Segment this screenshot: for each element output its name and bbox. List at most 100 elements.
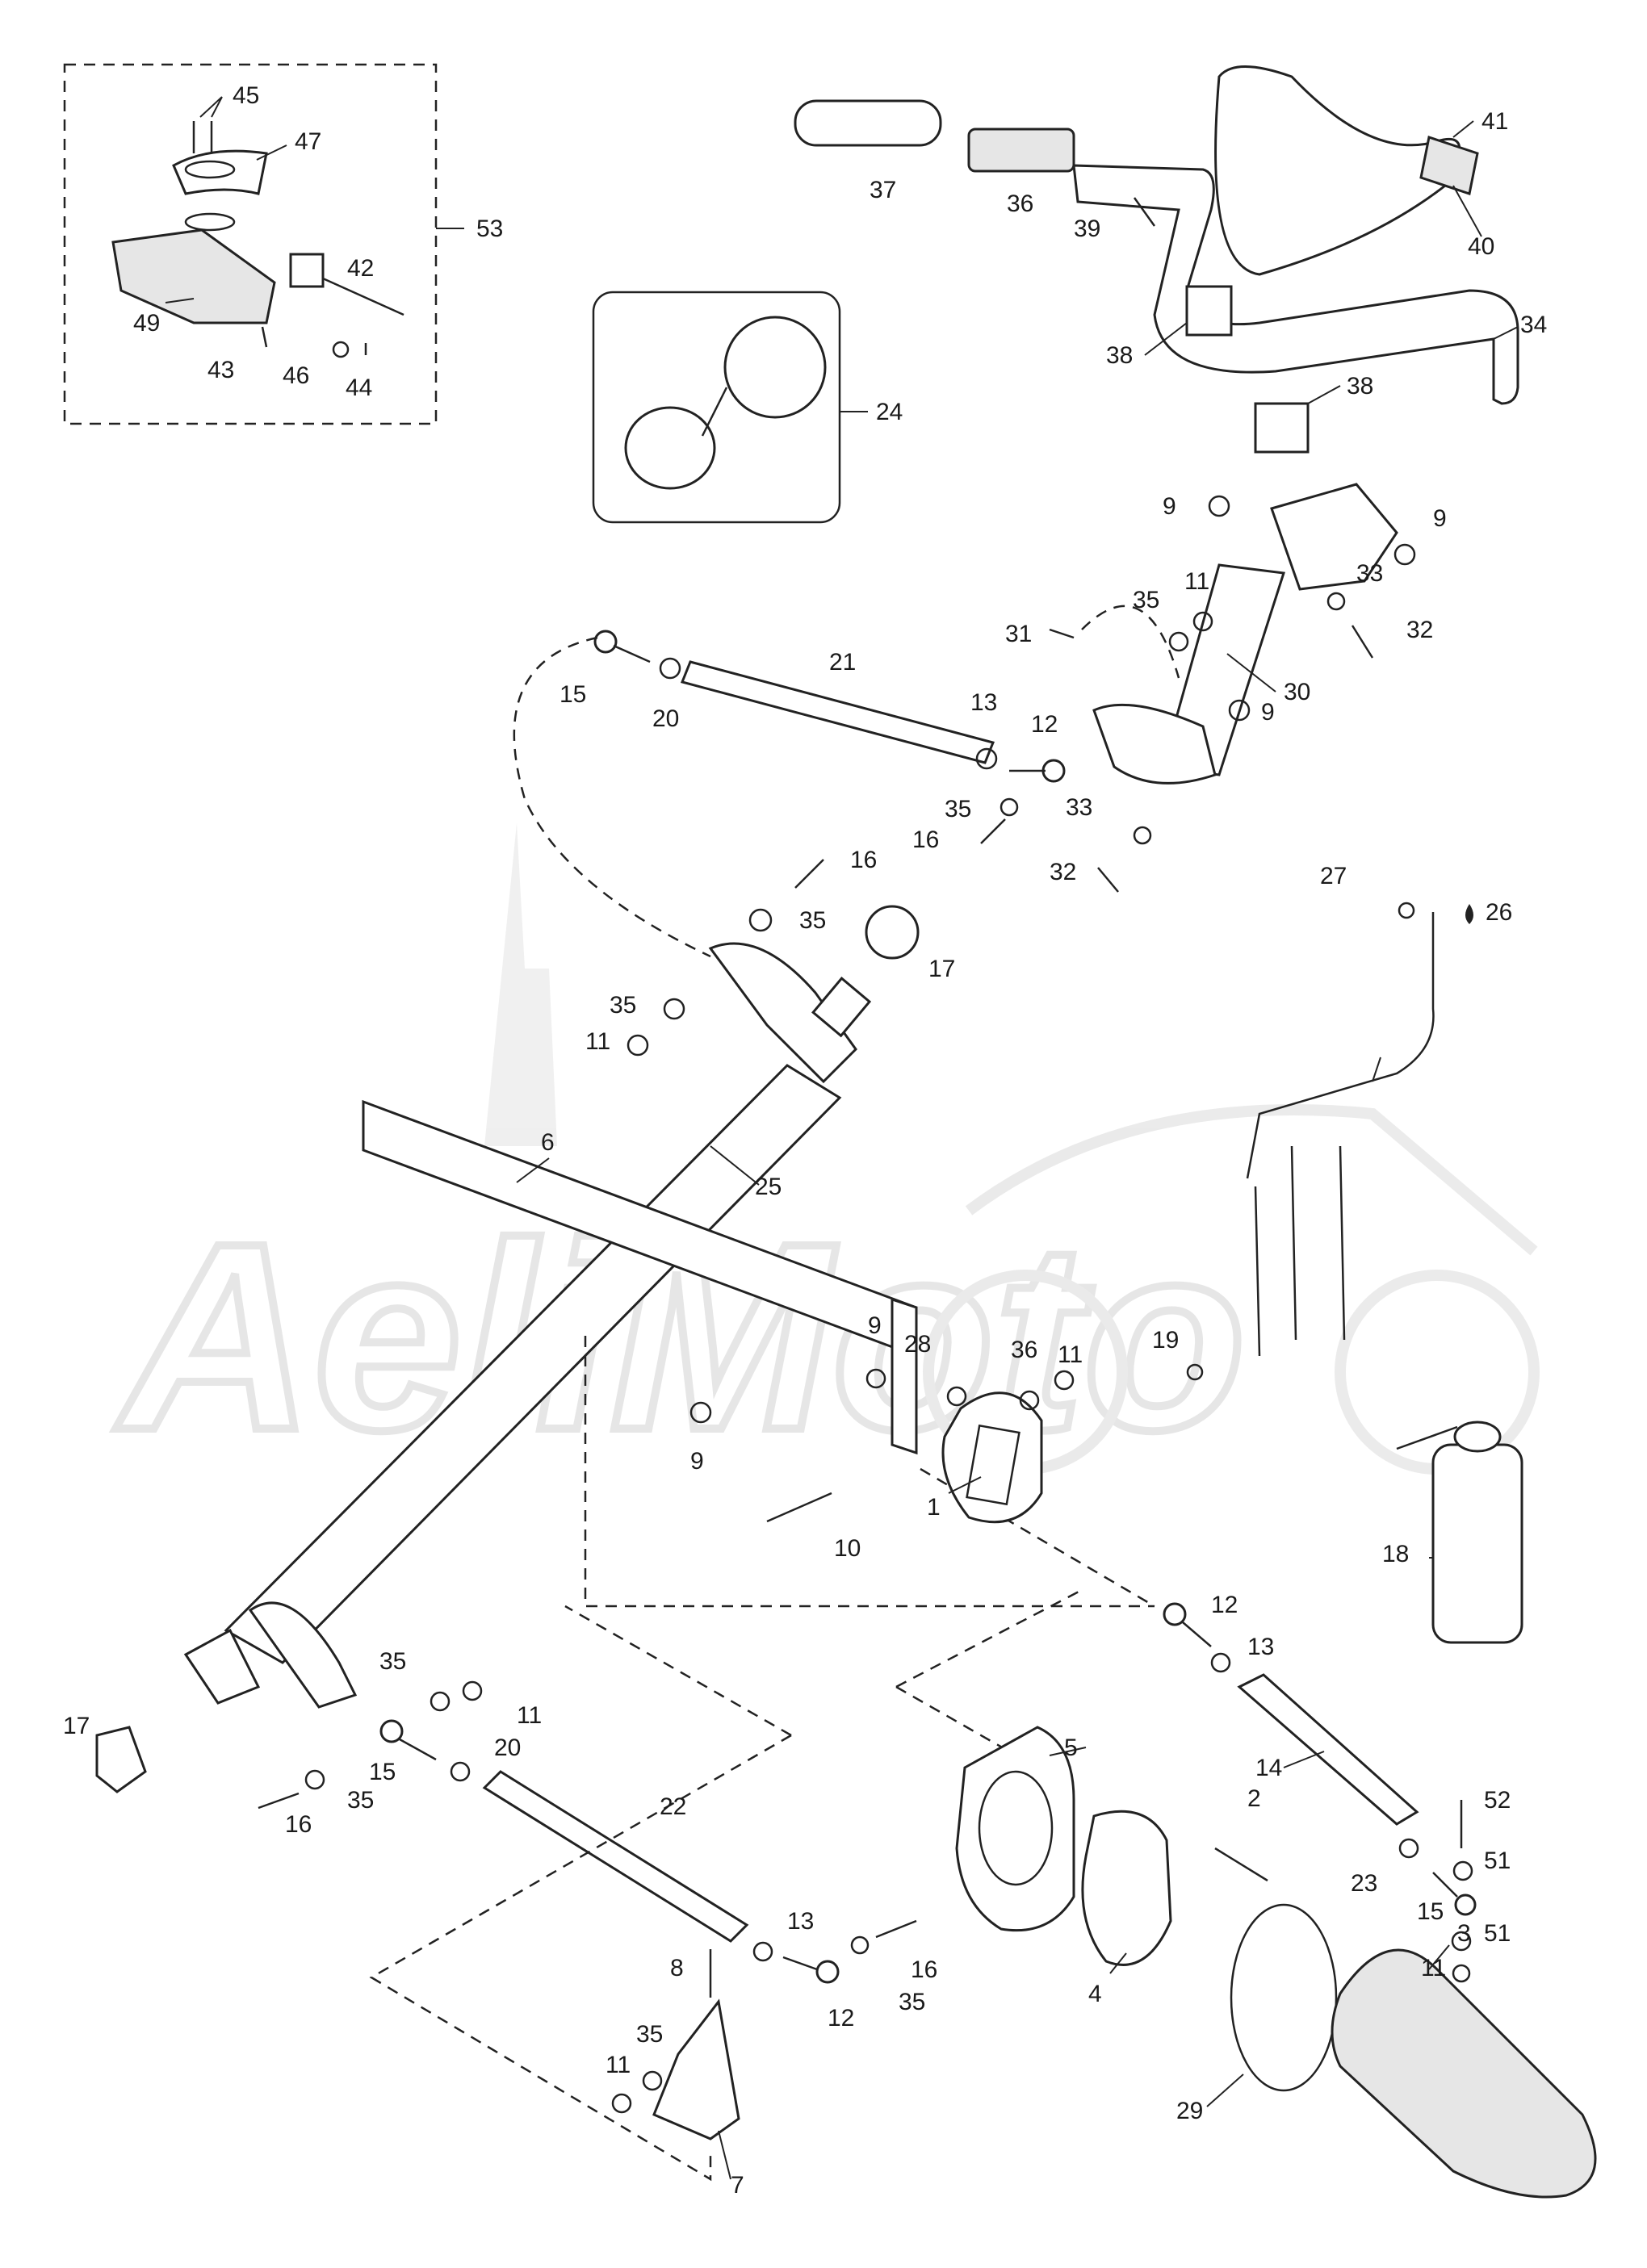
drop-26 bbox=[1465, 904, 1473, 924]
dashed-frame-lower bbox=[369, 1605, 792, 2182]
tie-rod-14 bbox=[895, 1588, 1477, 1983]
callout-23: 23 bbox=[1351, 1870, 1377, 1897]
callout-20-b: 20 bbox=[494, 1734, 521, 1761]
clamp-ring-upper bbox=[184, 160, 236, 179]
bolt-32-lower bbox=[1097, 867, 1119, 893]
washer-28 bbox=[946, 1386, 967, 1407]
watermark-tower bbox=[484, 823, 557, 1146]
column-plate bbox=[1270, 483, 1398, 591]
callout-51: 52 bbox=[1484, 1787, 1511, 1814]
nut-13-right bbox=[1210, 1652, 1231, 1673]
callout-17-a: 17 bbox=[928, 956, 955, 982]
gasket-hole bbox=[978, 1770, 1054, 1886]
callout-15-b: 15 bbox=[369, 1759, 396, 1785]
nut-13-lower bbox=[752, 1941, 773, 1962]
nut-9-a bbox=[1208, 495, 1230, 517]
boot-3 bbox=[1331, 1948, 1597, 2199]
boot-assembly bbox=[1230, 1903, 1597, 2199]
washer-35-upper bbox=[1168, 631, 1189, 652]
callout-47: 47 bbox=[295, 128, 321, 155]
rod-end-15-right bbox=[1454, 1893, 1477, 1916]
steering-shaft-25 bbox=[95, 859, 920, 1793]
callout-45: 45 bbox=[233, 82, 259, 109]
callout-26: 26 bbox=[1486, 899, 1512, 926]
callout-22: 22 bbox=[660, 1793, 686, 1820]
leader-7 bbox=[718, 2130, 731, 2180]
nut-20-lower bbox=[450, 1761, 471, 1782]
callout-52: 53 bbox=[476, 216, 503, 242]
callout-27: 27 bbox=[1320, 863, 1347, 889]
callout-3: 3 bbox=[1457, 1920, 1471, 1947]
leader-38-b bbox=[1307, 385, 1341, 404]
callout-13-c: 13 bbox=[787, 1908, 814, 1935]
switch-housing-body bbox=[111, 228, 276, 324]
callout-11-d: 11 bbox=[517, 1702, 542, 1729]
fitting-27 bbox=[1398, 902, 1415, 919]
washer-50-upper bbox=[1452, 1860, 1473, 1881]
callout-9-c: 9 bbox=[1261, 699, 1275, 726]
leader-38-a bbox=[1144, 322, 1188, 356]
lower-stub bbox=[183, 1628, 261, 1705]
windscreen-mount-40 bbox=[1419, 136, 1479, 195]
crossbar-end bbox=[891, 1297, 918, 1455]
nut-11-upper-left bbox=[462, 1680, 483, 1701]
callout-43: 43 bbox=[207, 357, 234, 383]
washer-35-left bbox=[663, 998, 685, 1020]
nut-9-c bbox=[1228, 699, 1251, 722]
dashed-link-upper bbox=[513, 636, 711, 958]
callout-9-e: 9 bbox=[690, 1448, 704, 1475]
callout-35-e: 35 bbox=[379, 1648, 406, 1675]
leader-6 bbox=[516, 1157, 550, 1183]
washer-50-lower bbox=[1451, 1931, 1472, 1952]
callout-17-b: 17 bbox=[63, 1713, 90, 1739]
leader-4 bbox=[1109, 1952, 1127, 1974]
washer-35-bracket bbox=[642, 2070, 663, 2091]
bolt-2 bbox=[1214, 1847, 1268, 1882]
clamp-38-lower bbox=[1254, 402, 1310, 454]
washer-36 bbox=[1019, 1390, 1040, 1411]
inset-dashed-frame bbox=[63, 63, 438, 425]
nut-11-right bbox=[1452, 1964, 1471, 1983]
nut-11-bracket bbox=[611, 2093, 632, 2114]
callout-12-b: 12 bbox=[1211, 1592, 1238, 1618]
leader-30 bbox=[1226, 653, 1276, 693]
upper-bearing bbox=[811, 977, 872, 1038]
callout-9-d: 9 bbox=[868, 1312, 882, 1339]
leader-29 bbox=[1206, 2073, 1244, 2107]
callout-16-c: 16 bbox=[285, 1811, 312, 1838]
column-flange bbox=[1092, 703, 1217, 785]
callout-29: 29 bbox=[1176, 2098, 1203, 2124]
gasket-and-clamp bbox=[955, 1726, 1268, 1966]
callout-16-a: 16 bbox=[912, 826, 939, 853]
leader-47 bbox=[256, 144, 287, 161]
nut-13-upper bbox=[975, 747, 998, 770]
callout-28: 28 bbox=[904, 1331, 931, 1358]
flange-1 bbox=[865, 1363, 1204, 1524]
gasket-5 bbox=[955, 1726, 1075, 1932]
callout-25: 25 bbox=[755, 1174, 782, 1200]
cable-branch-c bbox=[1339, 1145, 1346, 1341]
rod-end-12-lower bbox=[815, 1960, 840, 1984]
nut-23 bbox=[1398, 1838, 1419, 1859]
leader-49 bbox=[165, 298, 195, 303]
callout-labels: 45 47 53 42 49 43 46 44 24 37 36 39 41 4… bbox=[63, 82, 1547, 2199]
callout-7: 7 bbox=[731, 2172, 744, 2199]
callout-24: 24 bbox=[876, 399, 903, 425]
horn-inset bbox=[592, 291, 841, 524]
callout-35-f: 35 bbox=[347, 1787, 374, 1814]
rod-end-15-upper bbox=[593, 630, 618, 654]
bushing-17-upper bbox=[865, 905, 920, 960]
wire-42 bbox=[322, 277, 404, 316]
column-30 bbox=[1049, 483, 1416, 893]
horn-bell bbox=[624, 406, 716, 490]
leader-1 bbox=[948, 1476, 982, 1494]
callout-38-a: 38 bbox=[1106, 342, 1133, 369]
nut-9-centre bbox=[689, 1401, 712, 1424]
leader-40 bbox=[1452, 185, 1482, 237]
washer-33-a bbox=[1326, 592, 1346, 611]
callout-39: 39 bbox=[1074, 216, 1100, 242]
callout-36-b: 36 bbox=[1011, 1337, 1037, 1363]
rod-end-12-right-shaft bbox=[1182, 1621, 1212, 1647]
callout-35-b: 35 bbox=[945, 796, 971, 822]
callout-19: 19 bbox=[1152, 1327, 1179, 1354]
